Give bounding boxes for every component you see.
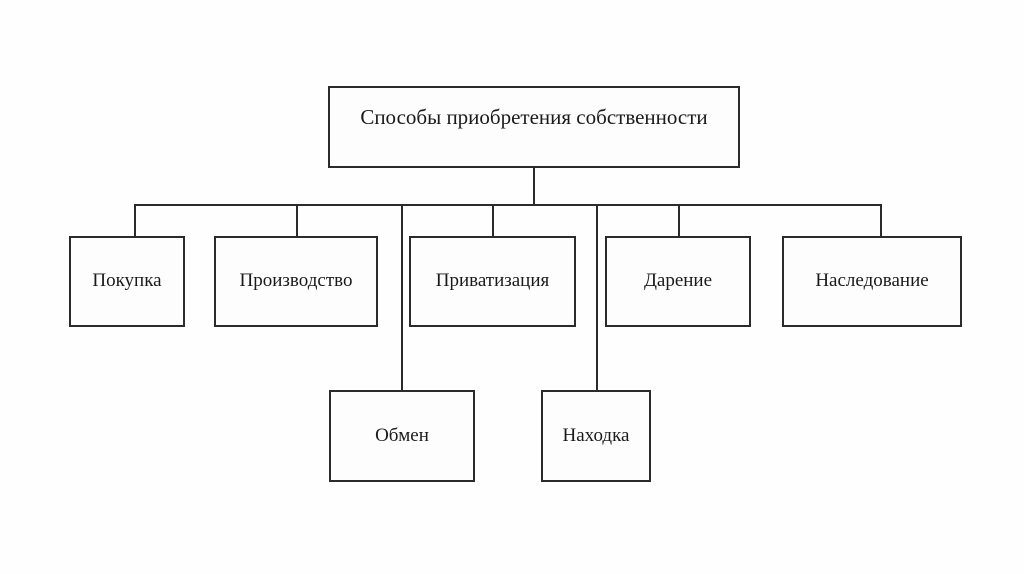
node-proizvodstvo[interactable]: Производство	[214, 236, 378, 327]
node-nahodka-label: Находка	[562, 424, 630, 446]
connector-drop-nasledovanie	[880, 204, 882, 238]
connector-root-stem	[533, 168, 535, 206]
node-pokupka[interactable]: Покупка	[69, 236, 185, 327]
node-root[interactable]: Способы приобретения собственности	[328, 86, 740, 168]
node-root-label: Способы приобретения собственности	[360, 105, 708, 129]
node-proizvodstvo-label: Производство	[239, 270, 353, 292]
connector-drop-obmen	[401, 204, 403, 392]
node-nasledovanie-label: Наследование	[815, 270, 929, 292]
node-obmen-label: Обмен	[375, 424, 429, 446]
node-darenie[interactable]: Дарение	[605, 236, 751, 327]
node-nasledovanie[interactable]: Наследование	[782, 236, 962, 327]
node-pokupka-label: Покупка	[92, 270, 162, 292]
connector-drop-pokupka	[134, 204, 136, 238]
connector-drop-privatizacia	[492, 204, 494, 238]
connector-drop-darenie	[678, 204, 680, 238]
connector-drop-nahodka	[596, 204, 598, 392]
node-nahodka[interactable]: Находка	[541, 390, 651, 482]
connector-bus	[134, 204, 882, 206]
connector-drop-proizvodstvo	[296, 204, 298, 238]
node-obmen[interactable]: Обмен	[329, 390, 475, 482]
node-privatizacia[interactable]: Приватизация	[409, 236, 576, 327]
node-privatizacia-label: Приватизация	[435, 270, 550, 292]
node-darenie-label: Дарение	[643, 270, 713, 292]
